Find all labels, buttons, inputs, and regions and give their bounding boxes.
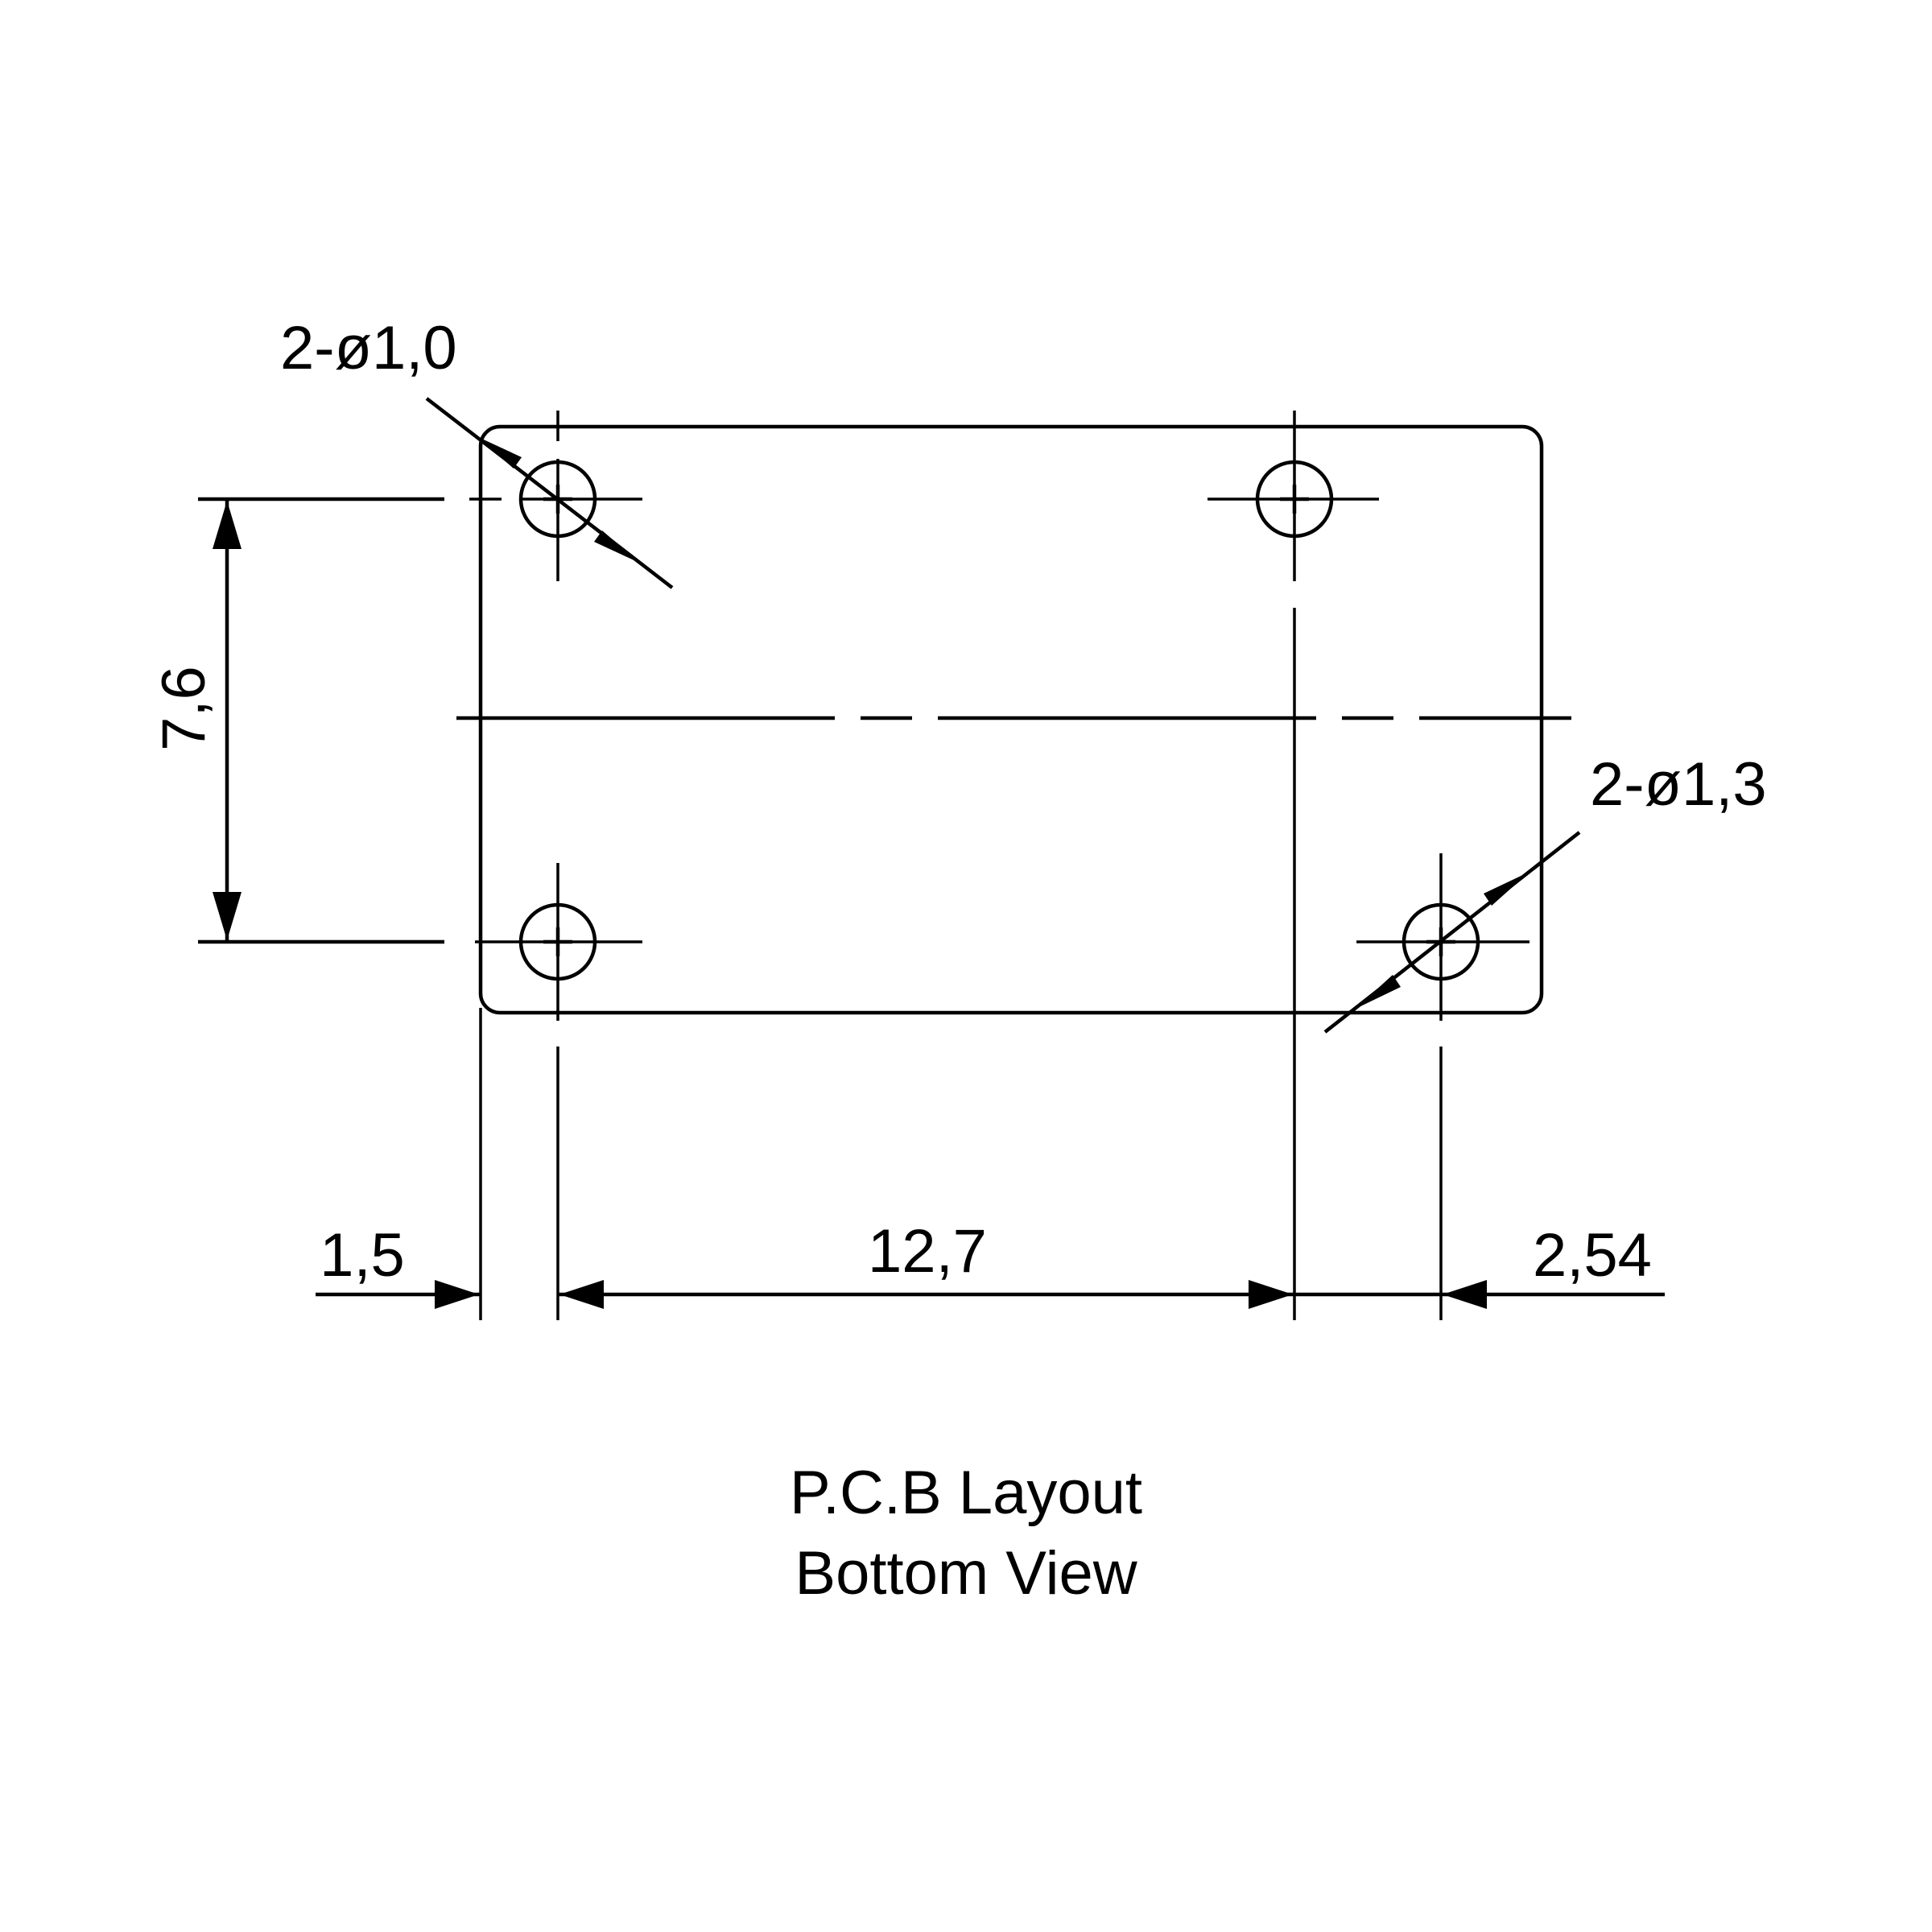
leader-hole-large bbox=[1323, 831, 1581, 1034]
hole-small-label: 2-ø1,0 bbox=[280, 314, 457, 382]
dimension-vertical bbox=[198, 497, 444, 944]
caption-line-1: P.C.B Layout bbox=[790, 1459, 1142, 1527]
caption-line-2: Bottom View bbox=[795, 1539, 1137, 1608]
hole-bottom-left bbox=[475, 863, 642, 1021]
dimension-pitch-label: 2,54 bbox=[1533, 1221, 1652, 1290]
dimension-horizontal bbox=[316, 1280, 1665, 1309]
hole-large-label: 2-ø1,3 bbox=[1590, 750, 1767, 819]
dimension-span-label: 12,7 bbox=[868, 1217, 987, 1286]
leader-hole-small bbox=[425, 397, 674, 589]
hole-top-right bbox=[1208, 411, 1379, 581]
dimension-vertical-label: 7,6 bbox=[150, 666, 218, 751]
dimension-offset-label: 1,5 bbox=[320, 1221, 405, 1290]
